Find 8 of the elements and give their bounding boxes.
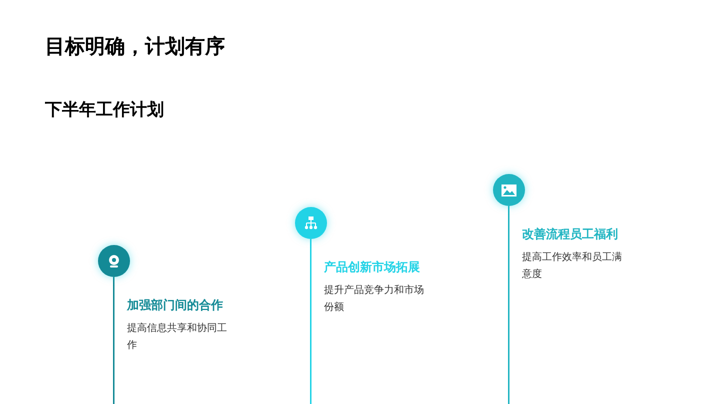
item-description: 提升产品竞争力和市场份额 [324,284,425,315]
item-heading: 加强部门间的合作 [127,297,224,314]
item-description: 提高工作效率和员工满意度 [522,250,623,282]
item-description: 提高信息共享和协同工作 [127,322,228,353]
item-heading: 改善流程员工福利 [522,226,619,243]
subtitle: 下半年工作计划 [45,99,164,121]
item-heading: 产品创新市场拓展 [324,259,421,276]
title: 目标明确，计划有序 [45,34,225,60]
